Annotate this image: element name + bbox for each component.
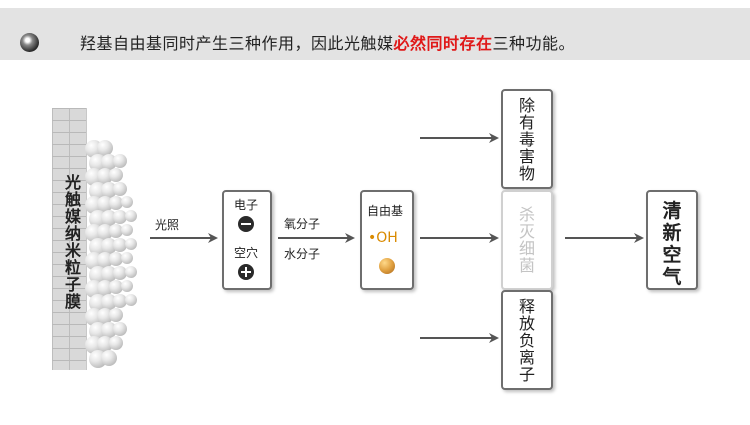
nanoparticle (113, 294, 127, 308)
nanoparticle (113, 182, 127, 196)
header-text: 羟基自由基同时产生三种作用，因此光触媒必然同时存在三种功能。 (80, 30, 575, 54)
nanoparticle (113, 266, 127, 280)
remove-toxic-label: 除有毒害物 (518, 96, 535, 183)
nanoparticle (109, 224, 123, 238)
oxygen-label: 氧分子 (284, 217, 321, 231)
nanoparticle (113, 238, 127, 252)
minus-circle-icon (238, 216, 254, 232)
remove-toxic-box: 除有毒害物 (501, 89, 553, 189)
film-label: 光触媒纳米粒子膜 (62, 174, 81, 310)
nanoparticle (101, 350, 117, 366)
nanoparticle (125, 294, 137, 306)
nanoparticle (109, 168, 123, 182)
nanoparticle (125, 210, 137, 222)
water-label: 水分子 (284, 247, 321, 261)
nanoparticle (109, 336, 123, 350)
header-banner: 羟基自由基同时产生三种作用，因此光触媒必然同时存在三种功能。 (0, 8, 750, 60)
hole-label: 空穴 (234, 246, 259, 260)
nanoparticle (121, 196, 133, 208)
nanoparticle (121, 280, 133, 292)
nanoparticle-cluster (85, 140, 145, 370)
nanoparticle (109, 252, 123, 266)
result-label: 清新空气 (662, 200, 682, 288)
nanoparticle (109, 308, 123, 322)
electron-label: 电子 (234, 198, 259, 212)
nanoparticle (121, 224, 133, 236)
nanoparticle (125, 238, 137, 250)
sterilize-label: 杀灭细菌 (518, 205, 535, 275)
nanoparticle (113, 210, 127, 224)
nanoparticle (109, 280, 123, 294)
header-text-before: 羟基自由基同时产生三种作用，因此光触媒 (80, 34, 394, 53)
nanoparticle (109, 196, 123, 210)
nanoparticle (113, 154, 127, 168)
release-ions-box: 释放负离子 (501, 290, 553, 390)
result-box: 清新空气 (646, 190, 698, 290)
release-ions-label: 释放负离子 (518, 297, 535, 384)
nanoparticle (113, 322, 127, 336)
radical-title: 自由基 (367, 204, 404, 218)
carrier-box: 电子 空穴 (222, 190, 272, 290)
nanoparticle (121, 252, 133, 264)
light-label: 光照 (155, 218, 180, 232)
orange-ball-icon (379, 258, 395, 274)
radical-box: 自由基 •OH (360, 190, 414, 290)
plus-circle-icon (238, 264, 254, 280)
sphere-bullet-icon (20, 33, 39, 52)
header-text-highlight: 必然同时存在 (393, 34, 493, 53)
header-text-after: 三种功能。 (492, 34, 576, 53)
oh-label: •OH (368, 230, 398, 246)
nanoparticle (97, 140, 113, 156)
sterilize-box: 杀灭细菌 (501, 190, 553, 290)
nanoparticle (125, 266, 137, 278)
